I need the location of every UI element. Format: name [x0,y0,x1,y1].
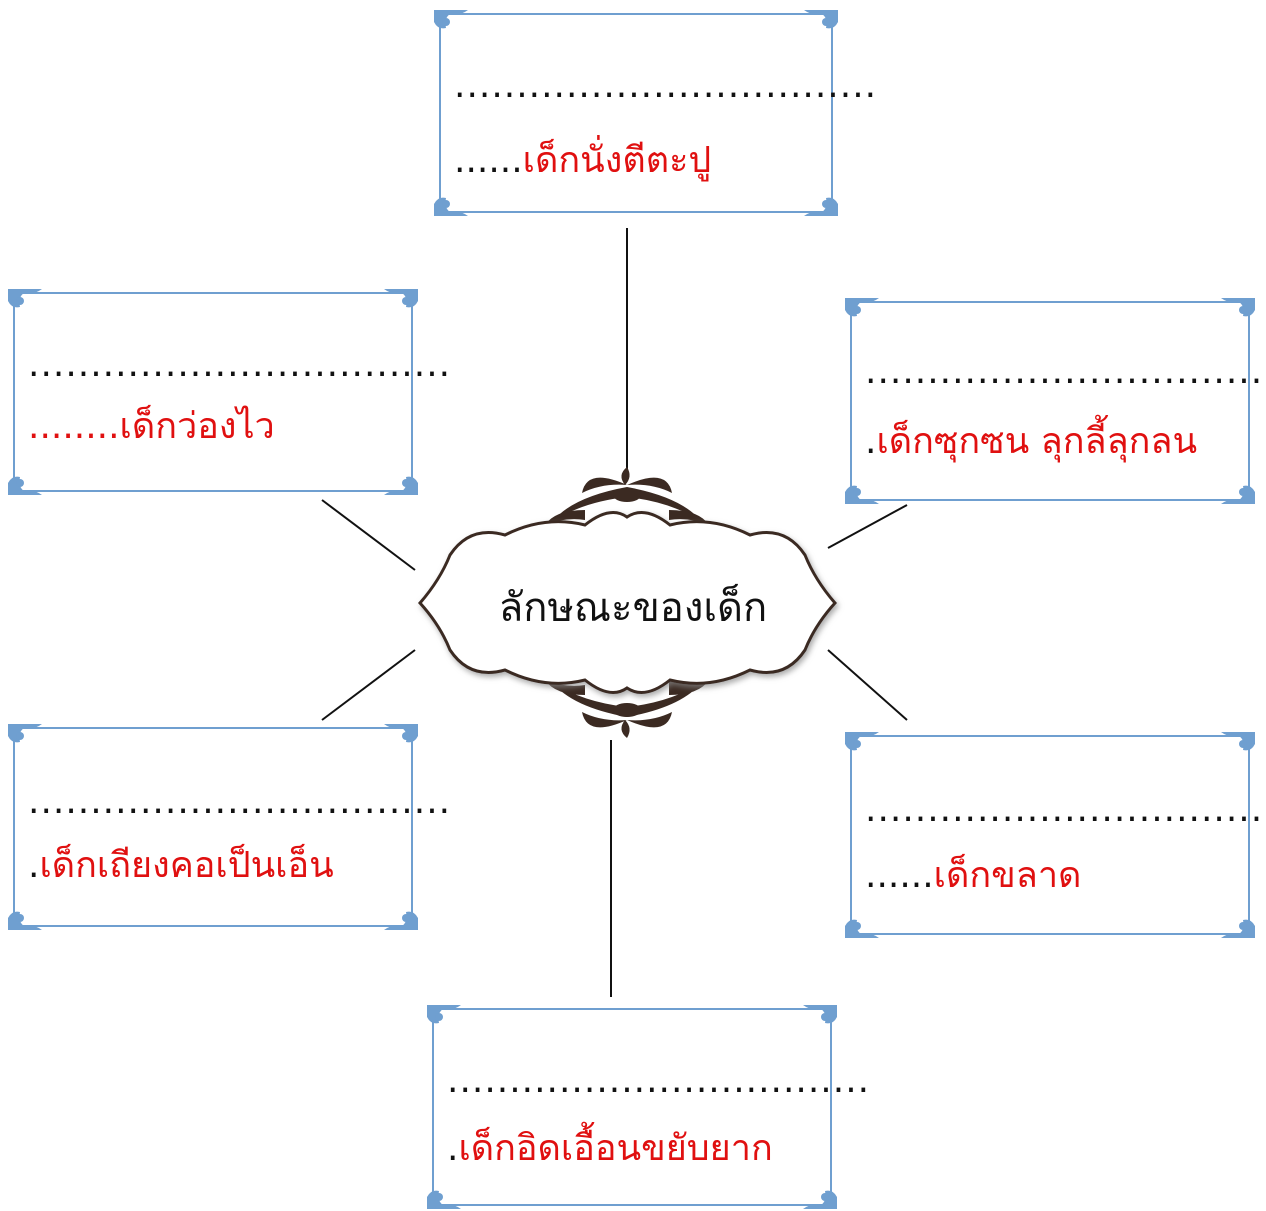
leading-dots: ...... [454,140,523,181]
answer-blank-dots: .................................. [28,344,452,385]
answer-blank-dots: .................................. [447,1060,871,1101]
answer-text: เด็กอิดเอื้อนขยับยาก [458,1128,773,1169]
answer-box-top: .................................. .....… [432,8,876,218]
connector-right-upper [827,504,908,549]
leading-dots: . [865,421,877,462]
answer-box-left-upper: .................................. .....… [6,287,450,497]
answer-blank-dots: .................................. [454,65,878,106]
decorative-frame [434,10,838,216]
center-title: ลักษณะของเด็ก [498,585,768,631]
center-ornament-frame [395,455,865,750]
answer-text: เด็กขลาด [933,855,1082,896]
decorative-frame [845,732,1255,938]
answer-text: เด็กเถียงคอเป็นเอ็น [39,845,334,886]
leading-dots: . [28,845,40,886]
leading-dots: ...... [865,855,934,896]
answer-blank-dots: .................................. [865,351,1266,392]
decorative-frame [845,298,1255,504]
answer-blank-dots: .................................. [865,789,1266,830]
answer-line: .เด็กซุกซน ลุกลี้ลุกลน [865,424,1197,460]
connector-left-upper [321,499,416,571]
answer-box-right-lower: .................................. .....… [843,730,1266,940]
answer-line: ........เด็กว่องไว [28,409,275,445]
answer-text: เด็กซุกซน ลุกลี้ลุกลน [876,421,1198,462]
connector-right-lower [827,649,908,721]
decorative-frame [427,1005,837,1209]
connector-left-lower [321,649,416,721]
answer-box-bottom: .................................. .เด็ก… [425,1003,869,1211]
answer-box-left-lower: .................................. .เด็ก… [6,722,450,932]
leading-dots: . [447,1128,459,1169]
answer-line: .เด็กอิดเอื้อนขยับยาก [447,1131,773,1167]
answer-line: ......เด็กขลาด [865,858,1081,894]
answer-line: ......เด็กนั่งตีตะปู [454,143,711,179]
decorative-frame [8,289,418,495]
answer-blank-dots: .................................. [28,781,452,822]
answer-text: เด็กนั่งตีตะปู [522,140,712,181]
answer-line: .เด็กเถียงคอเป็นเอ็น [28,848,334,884]
answer-text: ........เด็กว่องไว [28,406,275,447]
decorative-frame [8,724,418,930]
answer-box-right-upper: .................................. .เด็ก… [843,296,1266,506]
